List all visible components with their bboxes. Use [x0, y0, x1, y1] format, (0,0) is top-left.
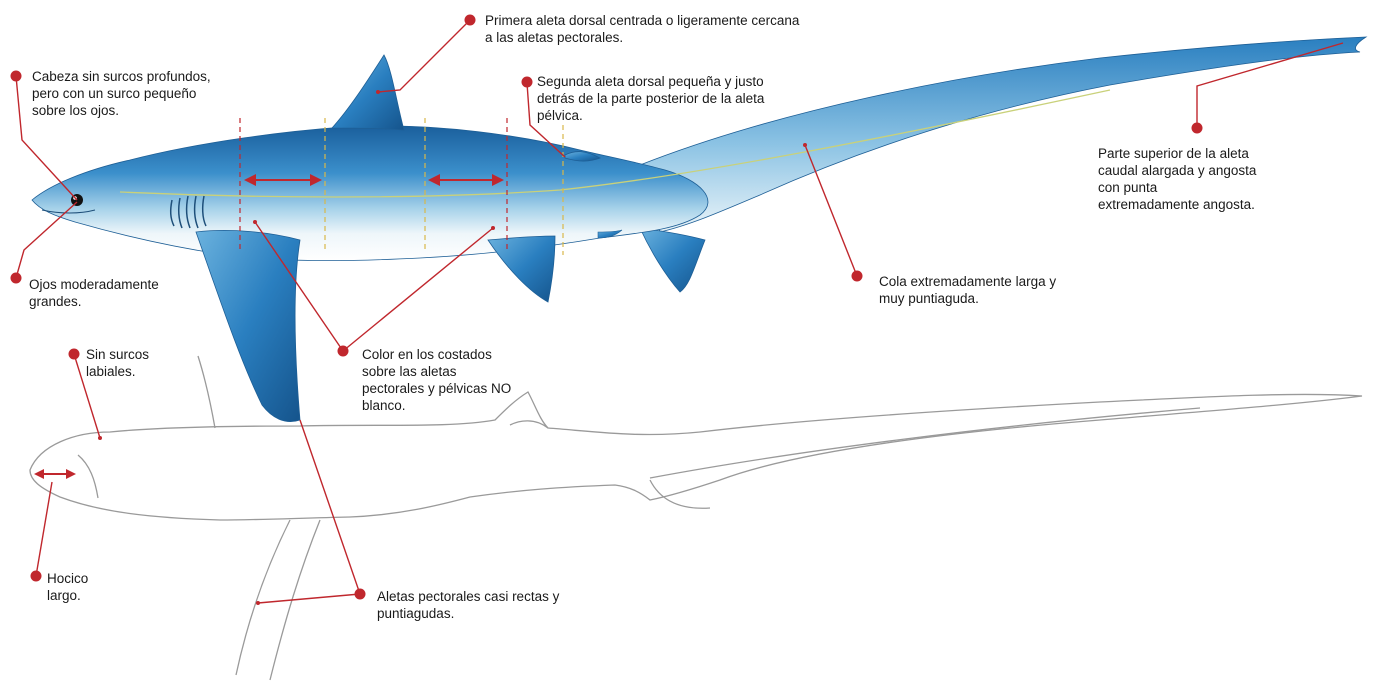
marker-color: [338, 346, 349, 357]
label-snout: Hocico largo.: [47, 570, 88, 604]
marker-pectoral: [355, 589, 366, 600]
marker-eyes: [11, 273, 22, 284]
ventral-pelvic-fin: [650, 480, 710, 508]
marker-caudal: [1192, 123, 1203, 134]
label-second-dorsal: Segunda aleta dorsal pequeña y justo det…: [537, 73, 764, 124]
label-head: Cabeza sin surcos profundos, pero con un…: [32, 68, 211, 119]
label-caudal: Parte superior de la aleta caudal alarga…: [1098, 145, 1256, 213]
ventral-outline-view: [30, 356, 1362, 680]
marker-dorsal1: [465, 15, 476, 26]
label-eyes: Ojos moderadamente grandes.: [29, 276, 159, 310]
ventral-mouth-line: [78, 455, 98, 498]
label-tail: Cola extremadamente larga y muy puntiagu…: [879, 273, 1056, 307]
caudal-fin-upper-lobe: [640, 37, 1366, 232]
pectoral-fin: [196, 230, 300, 421]
ventral-pectoral-fin-right: [236, 520, 290, 675]
ventral-dorsal-spine: [510, 421, 548, 428]
label-labial: Sin surcos labiales.: [86, 346, 149, 380]
marker-labial: [69, 349, 80, 360]
label-color: Color en los costados sobre las aletas p…: [362, 346, 511, 414]
label-pectoral: Aletas pectorales casi rectas y puntiagu…: [377, 588, 559, 622]
first-dorsal-fin: [332, 55, 404, 130]
marker-dorsal2: [522, 77, 533, 88]
marker-snout: [31, 571, 42, 582]
ventral-pectoral-fin-left: [198, 356, 215, 428]
label-first-dorsal: Primera aleta dorsal centrada o ligerame…: [485, 12, 799, 46]
caudal-fin-lower-lobe: [640, 228, 705, 292]
marker-head: [11, 71, 22, 82]
marker-tail: [852, 271, 863, 282]
pelvic-fin: [488, 236, 555, 302]
